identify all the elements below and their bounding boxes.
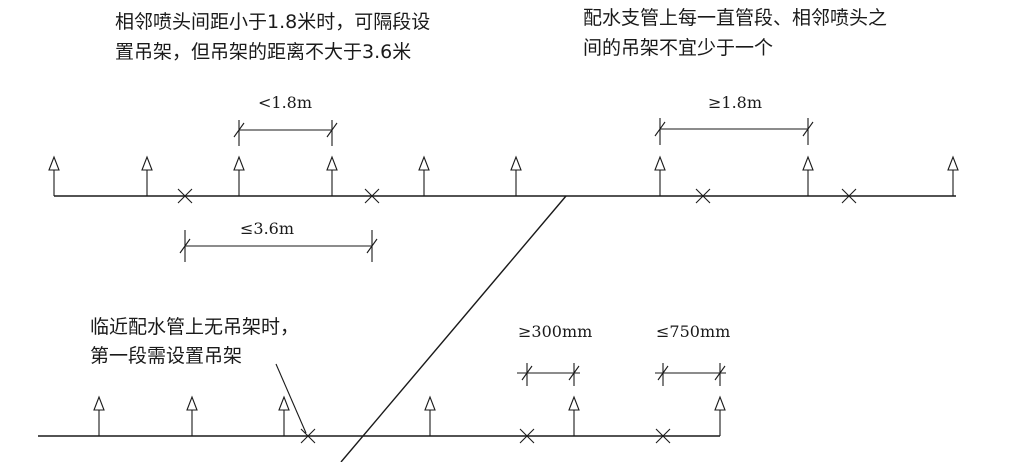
dim-le-750-label: ≤750mm (656, 322, 730, 341)
sprinkler-head-icon (233, 155, 245, 196)
sprinkler-head-icon (424, 395, 436, 436)
dim-le-3-6-label: ≤3.6m (240, 219, 294, 238)
note-top-left-line2: 置吊架，但吊架的距离不大于3.6米 (115, 41, 411, 63)
hanger-x-icon (655, 428, 671, 444)
sprinkler-head-icon (326, 155, 338, 196)
hanger-x-icon (300, 428, 316, 444)
note-top-right-line1: 配水支管上每一直管段、相邻喷头之 (583, 7, 887, 29)
sprinkler-head-icon (654, 155, 666, 196)
note-bottom-left-line1: 临近配水管上无吊架时， (90, 316, 299, 338)
sprinkler-head-icon (947, 155, 959, 196)
dim-ge-1-8-label: ≥1.8m (708, 93, 762, 112)
sprinkler-head-icon (510, 155, 522, 196)
lower-hangers (300, 428, 671, 444)
sprinkler-head-icon (141, 155, 153, 196)
dim-ge-300-label: ≥300mm (518, 322, 592, 341)
hanger-x-icon (364, 188, 380, 204)
dim-ge-300: ≥300mm (517, 322, 592, 386)
hanger-x-icon (695, 188, 711, 204)
dim-lt-1-8-label: <1.8m (258, 93, 312, 112)
sprinkler-head-icon (48, 155, 60, 196)
sprinkler-head-icon (93, 395, 105, 436)
upper-sprinkler-heads (48, 155, 959, 196)
sprinkler-head-icon (714, 395, 726, 436)
hanger-x-icon (177, 188, 193, 204)
note-leader-line (275, 363, 307, 434)
lower-sprinkler-heads (93, 395, 726, 436)
sprinkler-head-icon (418, 155, 430, 196)
dim-le-750: ≤750mm (655, 322, 730, 386)
hanger-x-icon (519, 428, 535, 444)
note-top-left-line1: 相邻喷头间距小于1.8米时，可隔段设 (115, 11, 430, 33)
sprinkler-head-icon (802, 155, 814, 196)
sprinkler-head-icon (186, 395, 198, 436)
dim-ge-1-8: ≥1.8m (654, 93, 814, 145)
feed-main-pipe (340, 195, 567, 462)
note-bottom-left-line2: 第一段需设置吊架 (90, 345, 242, 367)
sprinkler-head-icon (278, 395, 290, 436)
hanger-x-icon (841, 188, 857, 204)
dim-le-3-6: ≤3.6m (179, 219, 378, 262)
note-top-right-line2: 间的吊架不宜少于一个 (583, 37, 773, 59)
upper-hangers (177, 188, 857, 204)
sprinkler-head-icon (568, 395, 580, 436)
dim-lt-1-8: <1.8m (233, 93, 338, 146)
